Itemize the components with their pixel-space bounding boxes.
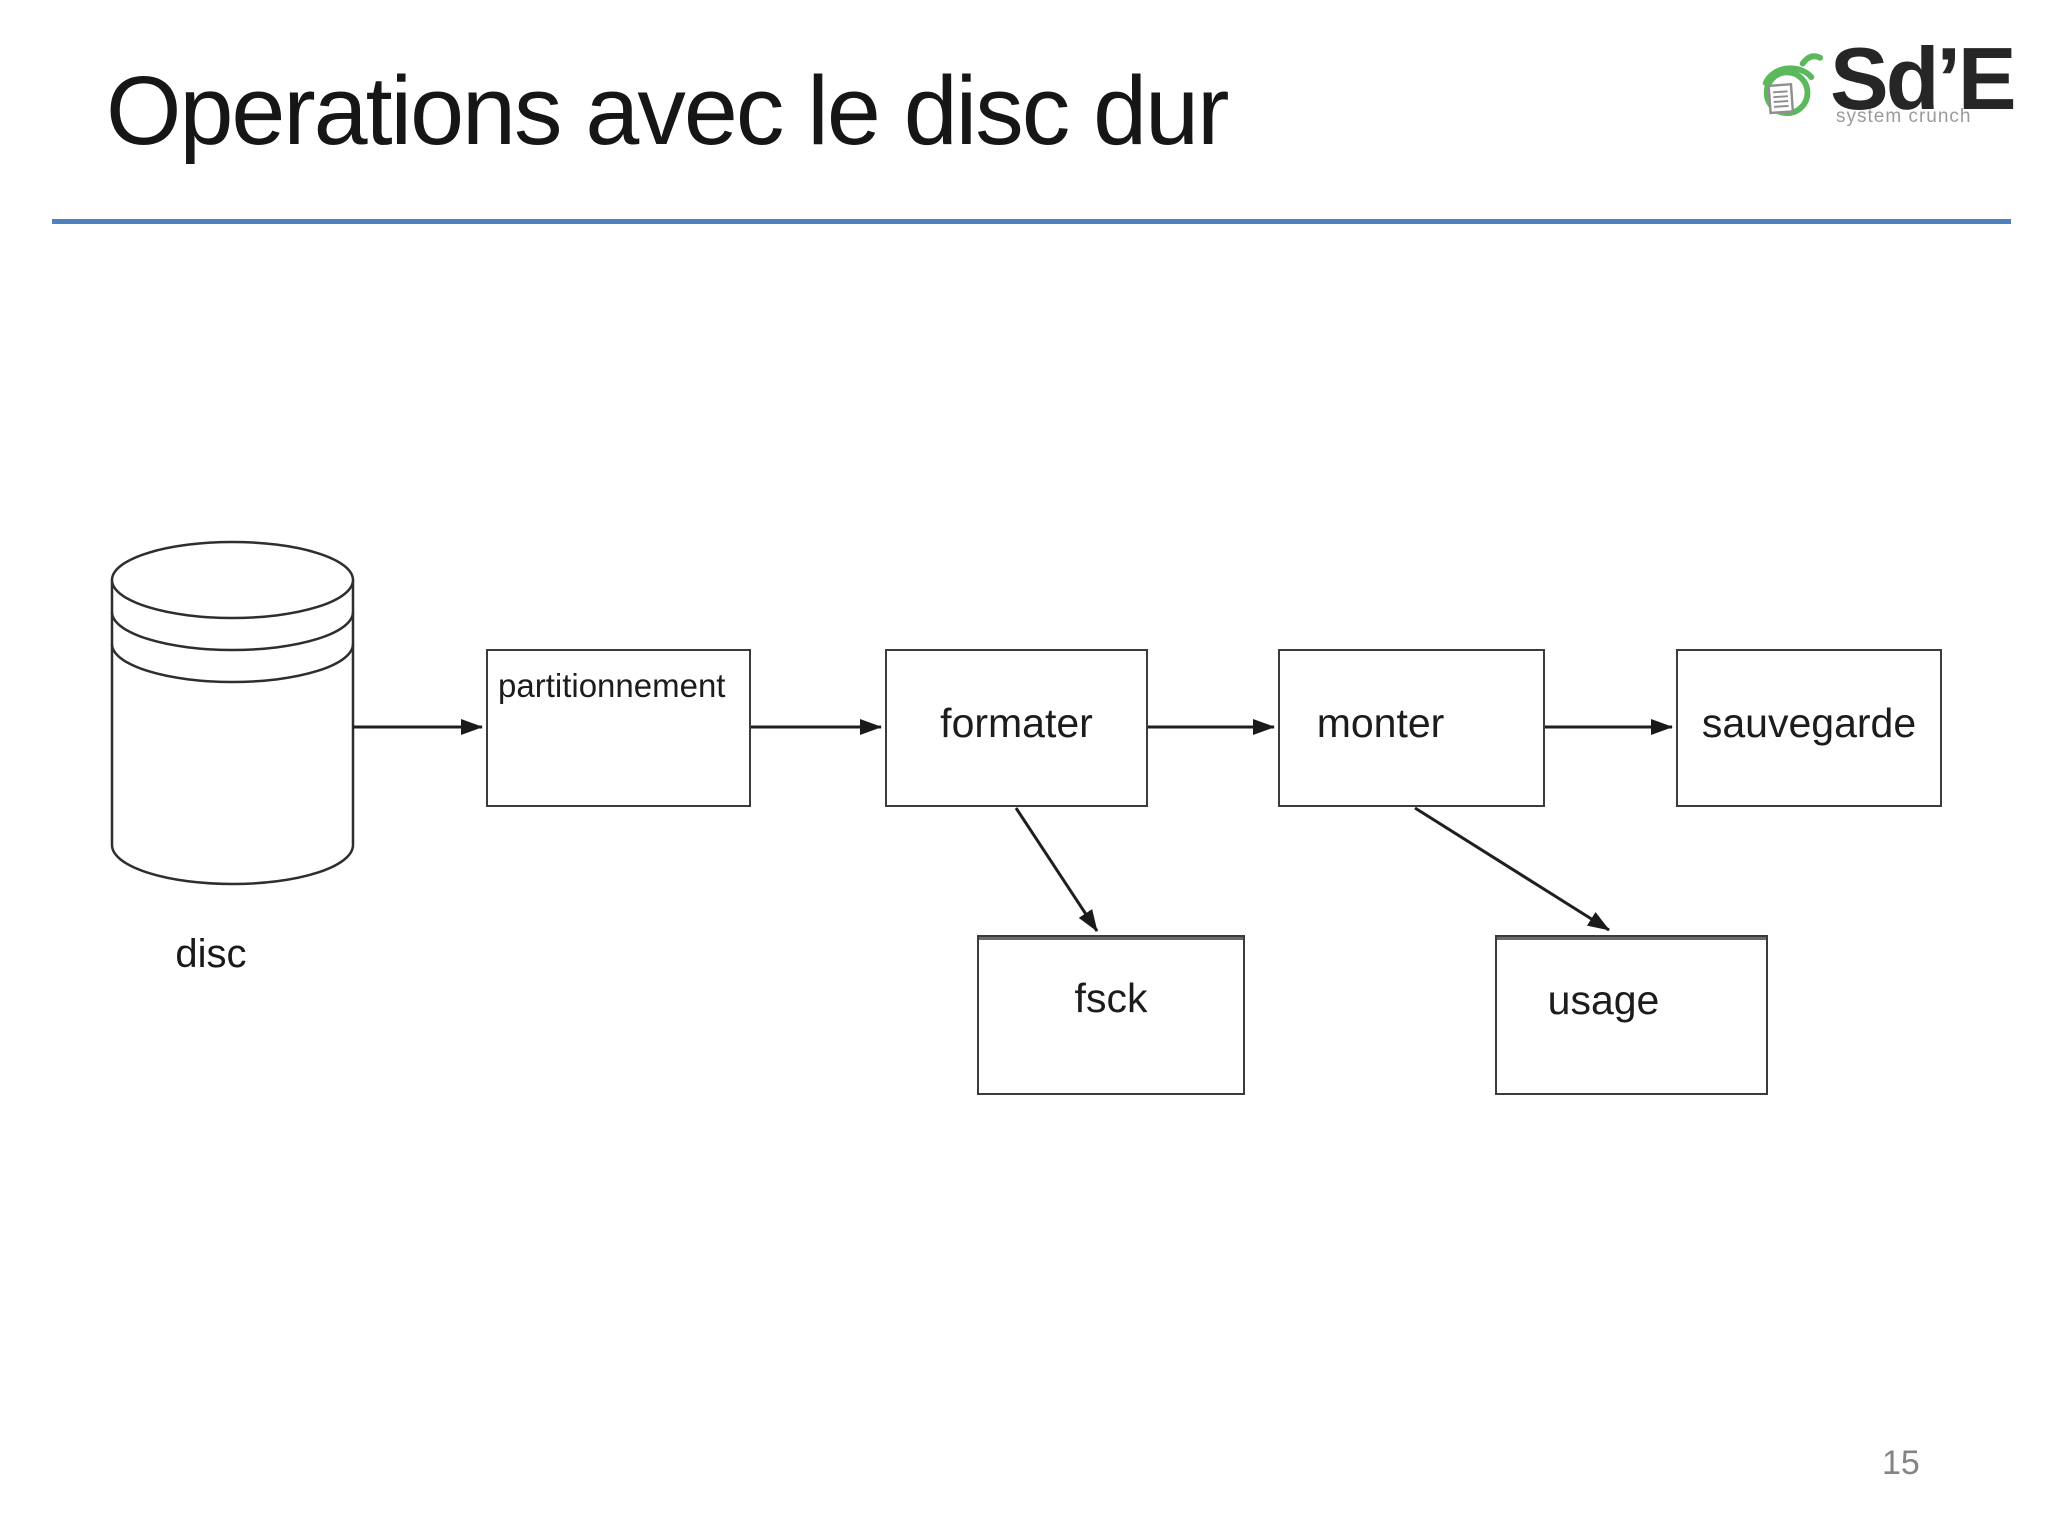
title-underline-rule [52,219,2011,224]
node-sauvegarde: sauvegarde [1676,649,1942,807]
page-number: 15 [1882,1444,1920,1482]
logo-name: Sd’E [1830,29,2017,128]
node-formater: formater [885,649,1148,807]
node-label: fsck [1074,974,1148,1021]
node-label: usage [1547,976,1660,1023]
node-partitionnement: partitionnement [486,649,751,807]
disc-cylinder-shape [110,540,355,886]
node-fsck: fsck [977,935,1245,1095]
acorn-document-icon [1762,53,1824,117]
disc-label: disc [175,932,247,976]
node-monter: monter [1278,649,1545,807]
logo-tagline: system crunch [1836,106,1972,127]
node-label: formater [940,699,1093,746]
page-title: Operations avec le disc dur [106,56,1229,165]
node-label: sauvegarde [1701,699,1917,746]
edge-monter-to-usage [1414,806,1610,932]
node-label: partitionnement [498,667,726,704]
logo: Sd’E system crunch [1756,29,2026,140]
edge-formater-to-fsck [1014,807,1099,932]
node-usage: usage [1495,935,1768,1095]
node-label: monter [1316,699,1445,746]
